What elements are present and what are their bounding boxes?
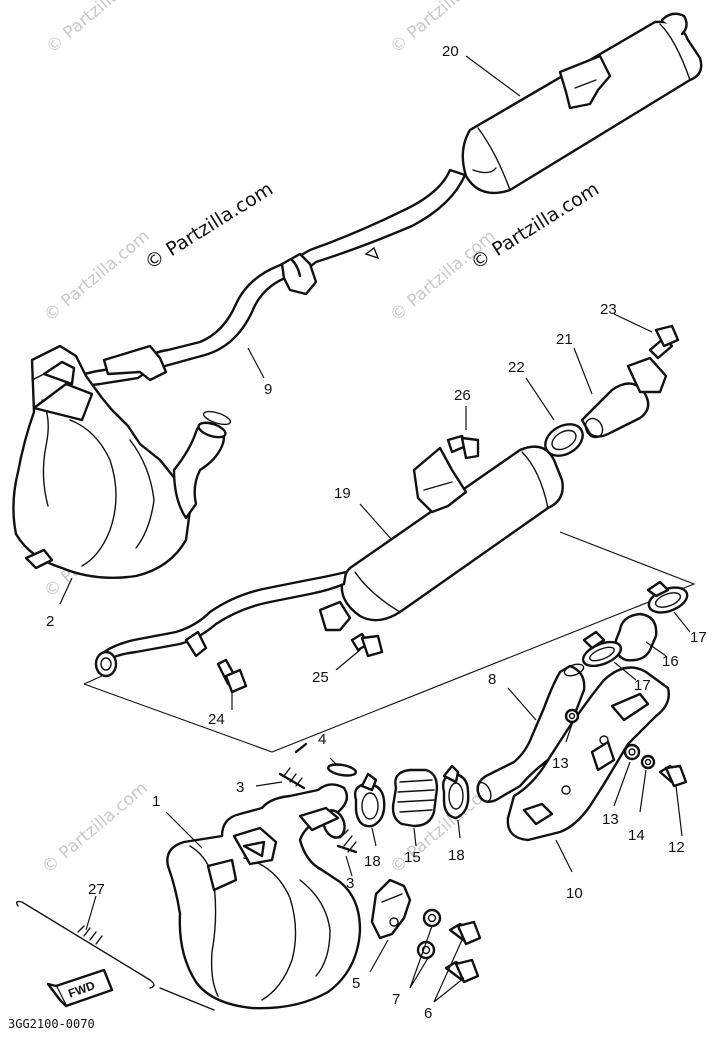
callout-13a: 13 — [552, 755, 569, 772]
callout-6: 6 — [424, 1005, 432, 1022]
bracket-and-fasteners — [370, 878, 482, 984]
callout-layer: 1 2 3 3 4 5 6 7 8 9 10 12 13 13 14 15 16… — [46, 43, 707, 1022]
expansion-chamber-lower — [166, 783, 362, 1010]
callout-10: 10 — [566, 885, 583, 902]
watermark-text: © Partzilla.com — [40, 226, 153, 326]
leader-lines — [59, 55, 691, 1003]
callout-17a: 17 — [690, 629, 707, 646]
subassembly-outline-left — [83, 675, 103, 685]
subassembly-outline — [83, 531, 696, 753]
callout-19: 19 — [334, 485, 351, 502]
callout-15: 15 — [404, 849, 421, 866]
callout-22: 22 — [508, 359, 525, 376]
watermark-text: © Partzilla.com — [386, 226, 499, 326]
pipe-lower — [94, 570, 348, 678]
fwd-arrow: FWD — [46, 968, 114, 1008]
callout-21: 21 — [556, 331, 573, 348]
callout-2: 2 — [46, 613, 54, 630]
callout-14: 14 — [628, 827, 645, 844]
callout-3a: 3 — [236, 779, 244, 796]
expansion-chamber-upper — [12, 344, 232, 579]
callout-4: 4 — [318, 731, 326, 748]
callout-26: 26 — [454, 387, 471, 404]
callout-23: 23 — [600, 301, 617, 318]
diagram-code: 3GG2100-0070 — [8, 1017, 95, 1031]
callout-8: 8 — [488, 671, 496, 688]
muffler-lower — [318, 445, 564, 632]
watermark-text: © Partzilla.com — [38, 778, 151, 878]
callout-7: 7 — [392, 991, 400, 1008]
callout-27: 27 — [88, 881, 105, 898]
callout-18b: 18 — [448, 847, 465, 864]
callout-17b: 17 — [634, 677, 651, 694]
callout-24: 24 — [208, 711, 225, 728]
muffler-upper — [461, 12, 703, 195]
heat-shield — [506, 666, 670, 842]
callout-20: 20 — [442, 43, 459, 60]
pipe-upper — [68, 168, 467, 394]
callout-16: 16 — [662, 653, 679, 670]
callout-25: 25 — [312, 669, 329, 686]
hardware — [216, 324, 688, 788]
clamps-right — [581, 580, 689, 668]
callout-1: 1 — [152, 793, 160, 810]
wire-spring — [15, 900, 215, 1011]
watermark-text: © Partzilla.com — [42, 0, 155, 58]
callout-5: 5 — [352, 975, 360, 992]
callout-12: 12 — [668, 839, 685, 856]
callout-13b: 13 — [602, 811, 619, 828]
watermark-text: © Partzilla.com — [141, 178, 277, 274]
tailpipe-end — [544, 356, 668, 457]
callout-3b: 3 — [346, 875, 354, 892]
callout-9: 9 — [264, 381, 272, 398]
joint-parts — [278, 742, 470, 854]
callout-18a: 18 — [364, 853, 381, 870]
